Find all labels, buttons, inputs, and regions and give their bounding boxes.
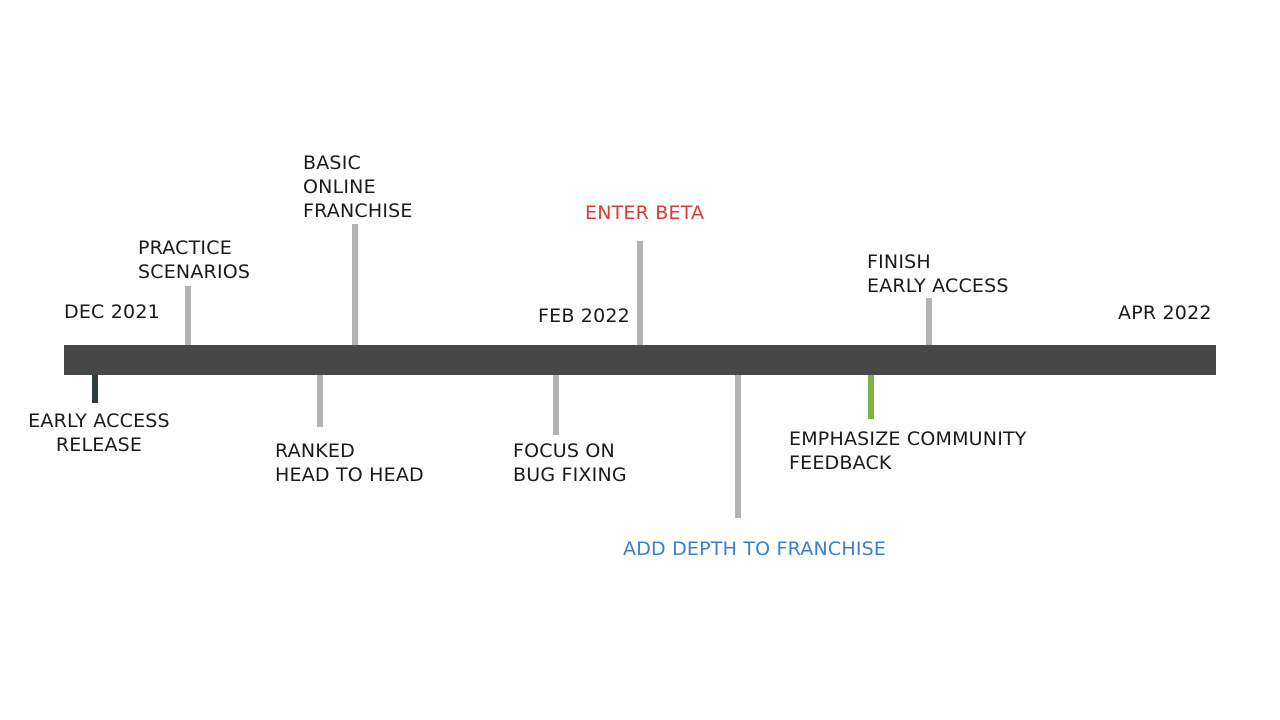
milestone-focus-on-bug-fixing: FOCUS ON BUG FIXING — [513, 440, 627, 486]
tick-focus-on-bug-fixing — [553, 375, 559, 435]
milestone-emphasize-community-feedback: EMPHASIZE COMMUNITY FEEDBACK — [789, 428, 1027, 474]
tick-finish-early-access — [926, 298, 932, 345]
tick-early-access-release — [92, 375, 98, 403]
tick-practice-scenarios — [185, 286, 191, 345]
tick-ranked-head-to-head — [317, 375, 323, 427]
milestone-basic-online-franchise: BASIC ONLINE FRANCHISE — [303, 152, 413, 222]
milestone-ranked-head-to-head: RANKED HEAD TO HEAD — [275, 440, 424, 486]
milestone-enter-beta: ENTER BETA — [585, 202, 705, 224]
date-label-middle: FEB 2022 — [538, 305, 630, 327]
date-label-end: APR 2022 — [1118, 302, 1212, 324]
tick-enter-beta — [637, 241, 643, 345]
tick-add-depth-to-franchise — [735, 375, 741, 518]
tick-emphasize-community-feedback — [868, 375, 874, 419]
tick-basic-online-franchise — [352, 224, 358, 345]
date-label-start: DEC 2021 — [64, 301, 160, 323]
timeline-bar — [64, 345, 1216, 375]
milestone-finish-early-access: FINISH EARLY ACCESS — [867, 251, 1009, 297]
milestone-early-access-release: EARLY ACCESS RELEASE — [28, 410, 170, 456]
milestone-add-depth-to-franchise: ADD DEPTH TO FRANCHISE — [623, 538, 887, 560]
milestone-practice-scenarios: PRACTICE SCENARIOS — [138, 237, 251, 283]
